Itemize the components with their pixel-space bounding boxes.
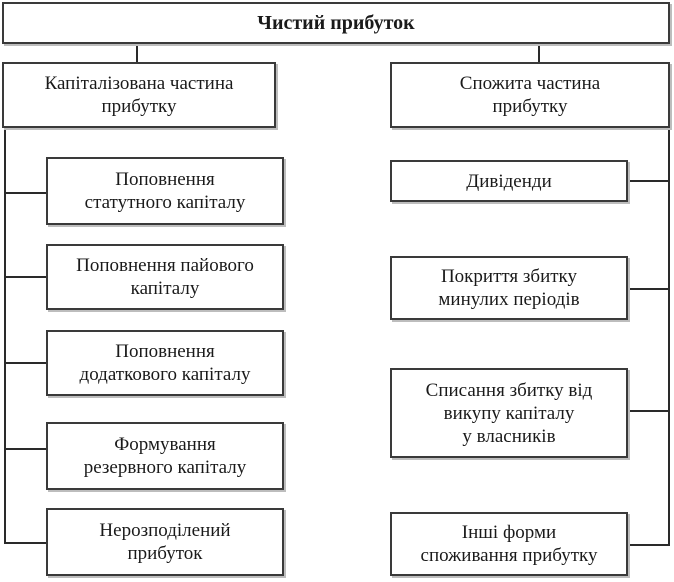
- right-branch-4: [628, 544, 670, 546]
- left-spine: [4, 128, 6, 544]
- left-branch-3: [4, 362, 46, 364]
- right-item-loss-coverage: Покриття збитку минулих періодів: [390, 256, 628, 320]
- right-spine: [668, 128, 670, 546]
- left-item-retained-earnings: Нерозподілений прибуток: [46, 508, 284, 576]
- right-item-dividends: Дивіденди: [390, 160, 628, 202]
- right-header-consumed-part: Спожита частина прибутку: [390, 62, 670, 128]
- left-branch-5: [4, 542, 46, 544]
- left-item-share-capital: Поповнення пайового капіталу: [46, 244, 284, 310]
- left-branch-4: [4, 448, 46, 450]
- left-branch-2: [4, 276, 46, 278]
- left-branch-1: [4, 192, 46, 194]
- root-right-drop: [538, 44, 540, 62]
- root-connector-bar: [136, 44, 540, 46]
- left-item-statutory-capital: Поповнення статутного капіталу: [46, 157, 284, 225]
- right-item-other-forms: Інші форми споживання прибутку: [390, 512, 628, 576]
- left-header-capitalized-part: Капіталізована частина прибутку: [2, 62, 276, 128]
- left-item-additional-capital: Поповнення додаткового капіталу: [46, 330, 284, 396]
- right-item-loss-write-off: Списання збитку від викупу капіталу у вл…: [390, 368, 628, 458]
- right-branch-1: [628, 180, 670, 182]
- right-branch-3: [628, 410, 670, 412]
- left-item-reserve-capital: Формування резервного капіталу: [46, 422, 284, 490]
- right-branch-2: [628, 288, 670, 290]
- root-node-net-profit: Чистий прибуток: [2, 2, 670, 44]
- root-left-drop: [136, 44, 138, 62]
